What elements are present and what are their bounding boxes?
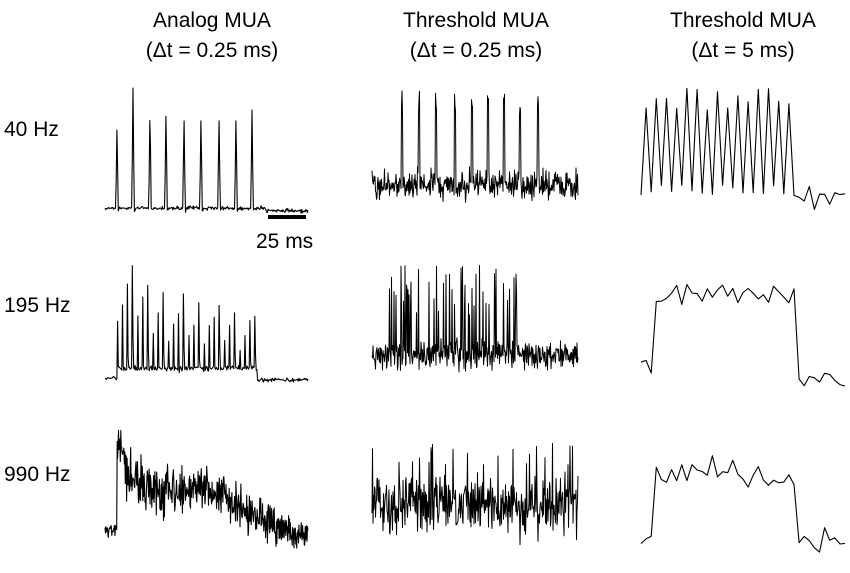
threshold-mua-coarse-trace — [640, 455, 846, 553]
column-subtitle: (Δt = 0.25 ms) — [409, 39, 543, 62]
column-header-threshold-mua-coarse: Threshold MUA (Δt = 5 ms) — [633, 6, 850, 66]
column-subtitle: (Δt = 0.25 ms) — [145, 39, 279, 62]
threshold-mua-fine-trace — [371, 442, 579, 546]
threshold-mua-coarse-trace — [640, 283, 846, 387]
row-label-40hz: 40 Hz — [4, 118, 59, 141]
analog-mua-trace — [104, 265, 309, 383]
column-title: Threshold MUA — [670, 9, 816, 32]
threshold-mua-coarse-trace — [640, 87, 846, 211]
analog-mua-trace — [104, 87, 309, 214]
column-header-analog-mua: Analog MUA (Δt = 0.25 ms) — [102, 6, 322, 66]
threshold-mua-fine-trace — [371, 264, 579, 373]
analog-mua-trace — [104, 429, 309, 549]
row-label-990hz: 990 Hz — [4, 463, 71, 486]
column-header-threshold-mua-fine: Threshold MUA (Δt = 0.25 ms) — [366, 6, 586, 66]
threshold-mua-fine-trace — [371, 90, 579, 203]
column-title: Analog MUA — [153, 9, 271, 32]
column-title: Threshold MUA — [403, 9, 549, 32]
column-subtitle: (Δt = 5 ms) — [691, 39, 795, 62]
row-label-195hz: 195 Hz — [4, 294, 71, 317]
scale-bar-label: 25 ms — [256, 230, 314, 253]
